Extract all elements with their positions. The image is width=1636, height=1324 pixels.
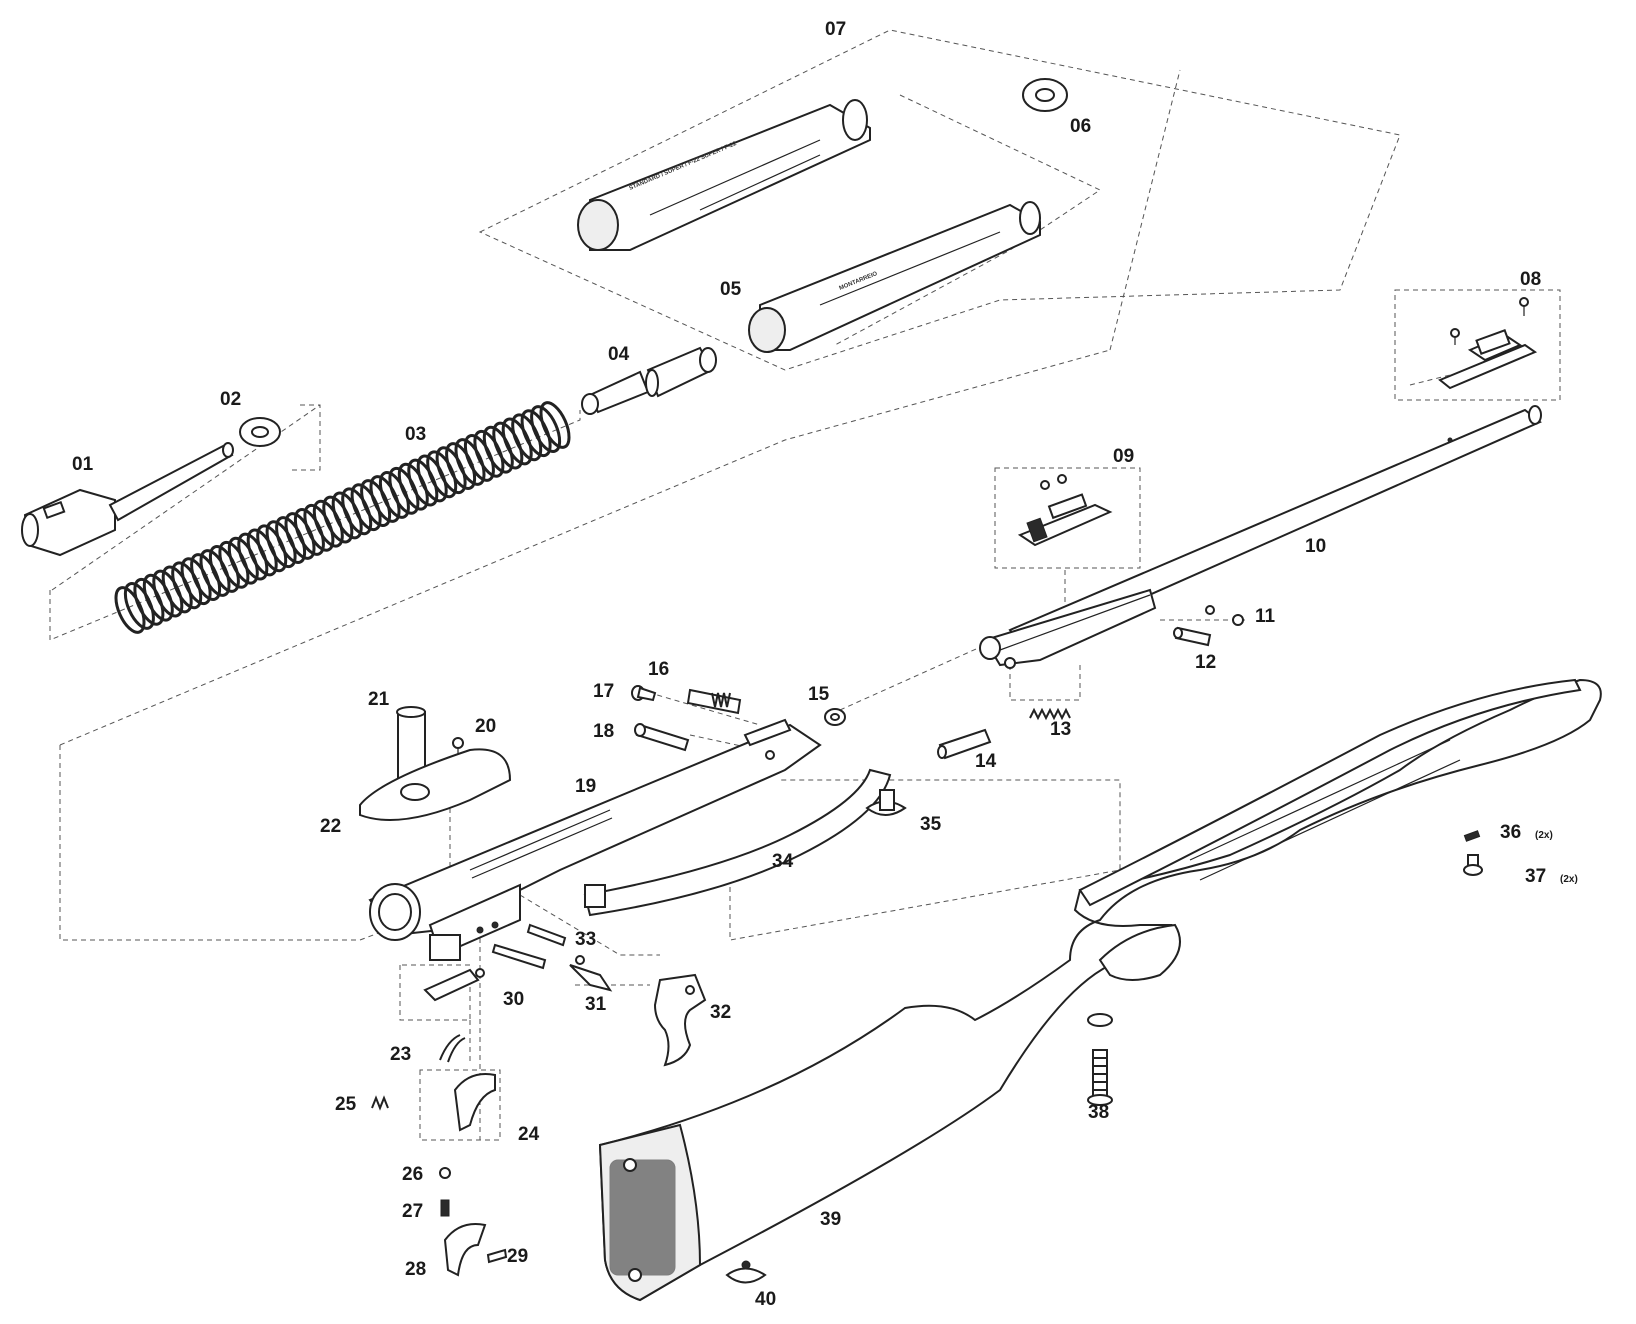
part-18-pin [634,723,690,752]
part-13-detent-spring [1029,707,1071,721]
part-17-screw [631,685,657,702]
part-19-receiver-tube [368,718,822,961]
part-05-piston-cylinder-lower: MONTARREIO [748,201,1041,353]
label-part-40: 40 [755,1289,776,1310]
part-12-pivot-pin [1173,626,1212,647]
part-40-sling-swivel [725,1260,767,1284]
part-34-trigger-guard [583,768,892,917]
label-part-26: 26 [402,1164,423,1185]
part-08-front-sight [1409,297,1538,390]
label-part-15: 15 [808,684,830,705]
part-26-ball [439,1167,451,1179]
label-part-38: 38 [1088,1102,1109,1123]
label-part-05: 05 [720,279,742,300]
part-30-trigger-lever [423,968,485,1002]
label-part-18: 18 [593,721,614,742]
label-part-37: 37 [1525,866,1546,887]
label-part-03: 03 [405,424,426,445]
label-part-10: 10 [1305,536,1326,557]
part-32-trigger [653,973,707,1067]
label-part-11: 11 [1255,606,1276,627]
label-part-34: 34 [772,851,794,872]
label-part-31: 31 [585,994,607,1015]
label-part-35: 35 [920,814,942,835]
label-part-36-qty: (2x) [1535,830,1553,841]
label-part-07: 07 [825,19,846,40]
label-part-06: 06 [1070,116,1091,137]
part-37-screw [1463,854,1483,876]
label-part-21: 21 [368,689,390,710]
label-part-29: 29 [507,1246,528,1267]
part-23-sear-spring [439,1034,466,1063]
part-33-pins [491,923,567,970]
spring-coil [530,405,562,453]
label-part-12: 12 [1195,652,1216,673]
label-part-01: 01 [72,454,94,475]
part-03-main-spring [114,401,571,634]
part-labels: 01 02 03 04 05 06 07 08 09 10 11 12 13 1… [72,19,1578,1310]
part-35-screw [865,789,907,816]
label-part-36: 36 [1500,822,1521,843]
part-31-trigger-pin [569,955,613,992]
part-16-spring-pin [686,688,742,715]
part-01-spring-guide [21,442,234,557]
part-14-detent [937,728,992,760]
part-28-safety [443,1223,487,1277]
label-part-14: 14 [975,751,997,772]
label-part-33: 33 [575,929,596,950]
part-06-seal-ring [1022,78,1068,112]
label-part-23: 23 [390,1044,411,1065]
part-05-piston-cylinder-upper: STANDARD / SUPER / F-22 SUPER / F-22 [577,99,871,251]
part-36-washer [1463,830,1481,842]
label-part-24: 24 [518,1124,540,1145]
label-part-22: 22 [320,816,341,837]
part-11-ball [1205,605,1244,626]
part-barrel-breech-block [979,588,1157,669]
part-38-stock-screw [1087,1013,1113,1106]
part-02-washer [239,417,281,447]
part-25-spring [371,1095,389,1111]
label-part-19: 19 [575,776,596,797]
label-part-02: 02 [220,389,241,410]
label-part-20: 20 [475,716,496,737]
part-15-washer [824,708,846,726]
label-part-17: 17 [593,681,614,702]
label-part-25: 25 [335,1094,357,1115]
label-part-39: 39 [820,1209,841,1230]
assembly-guides [49,29,1561,1141]
spring-coil [539,401,571,449]
label-part-04: 04 [608,344,630,365]
part-39-stock [598,678,1602,1302]
part-04-piston-seal [581,346,717,415]
label-part-32: 32 [710,1002,731,1023]
part-09-rear-sight [1017,474,1113,547]
label-part-13: 13 [1050,719,1071,740]
label-part-27: 27 [402,1201,423,1222]
label-part-09: 09 [1113,446,1134,467]
label-part-30: 30 [503,989,524,1010]
label-part-28: 28 [405,1259,426,1280]
label-part-16: 16 [648,659,669,680]
part-27-spring [440,1199,450,1217]
part-24-sear [453,1073,496,1132]
label-part-08: 08 [1520,269,1541,290]
part-22-cap [359,748,512,821]
part-29-pin [486,1248,508,1264]
label-part-37-qty: (2x) [1560,874,1578,885]
